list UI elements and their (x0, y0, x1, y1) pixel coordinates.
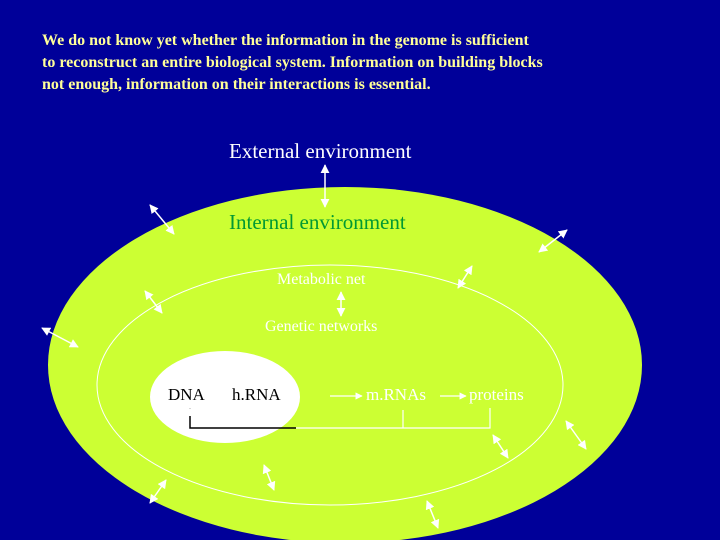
exchange-arrow (425, 500, 440, 529)
intro-line-1: We do not know yet whether the informati… (42, 32, 529, 49)
exchange-arrow (565, 420, 587, 450)
intro-text: We do not know yet whether the informati… (42, 30, 692, 96)
hrna-label: h.RNA (232, 385, 281, 404)
exchange-arrow (144, 290, 163, 314)
protein-feedback-line (296, 408, 491, 429)
exchange-arrow (457, 265, 473, 289)
intro-line-3: not enough, information on their interac… (42, 76, 431, 93)
genetic-networks-label: Genetic networks (265, 318, 378, 335)
exchange-arrow (41, 327, 79, 348)
exchange-arrow (492, 434, 509, 459)
exchange-arrow (149, 204, 175, 235)
internal-environment-label: Internal environment (229, 210, 406, 234)
dna-feedback-line (185, 407, 296, 429)
genetic-network-boundary (96, 264, 564, 506)
exchange-arrow (538, 229, 568, 253)
internal-environment-ellipse (48, 187, 642, 540)
exchange-arrow (149, 479, 167, 504)
mrna-label: m.RNAs (366, 385, 426, 404)
dna-label: DNA (168, 385, 205, 404)
nucleus-region (150, 351, 300, 443)
proteins-label: proteins (469, 385, 524, 404)
exchange-arrow (262, 464, 276, 491)
intro-line-2: to reconstruct an entire biological syst… (42, 54, 543, 71)
metabolic-net-label: Metabolic net (277, 271, 366, 288)
external-environment-label: External environment (229, 139, 412, 163)
